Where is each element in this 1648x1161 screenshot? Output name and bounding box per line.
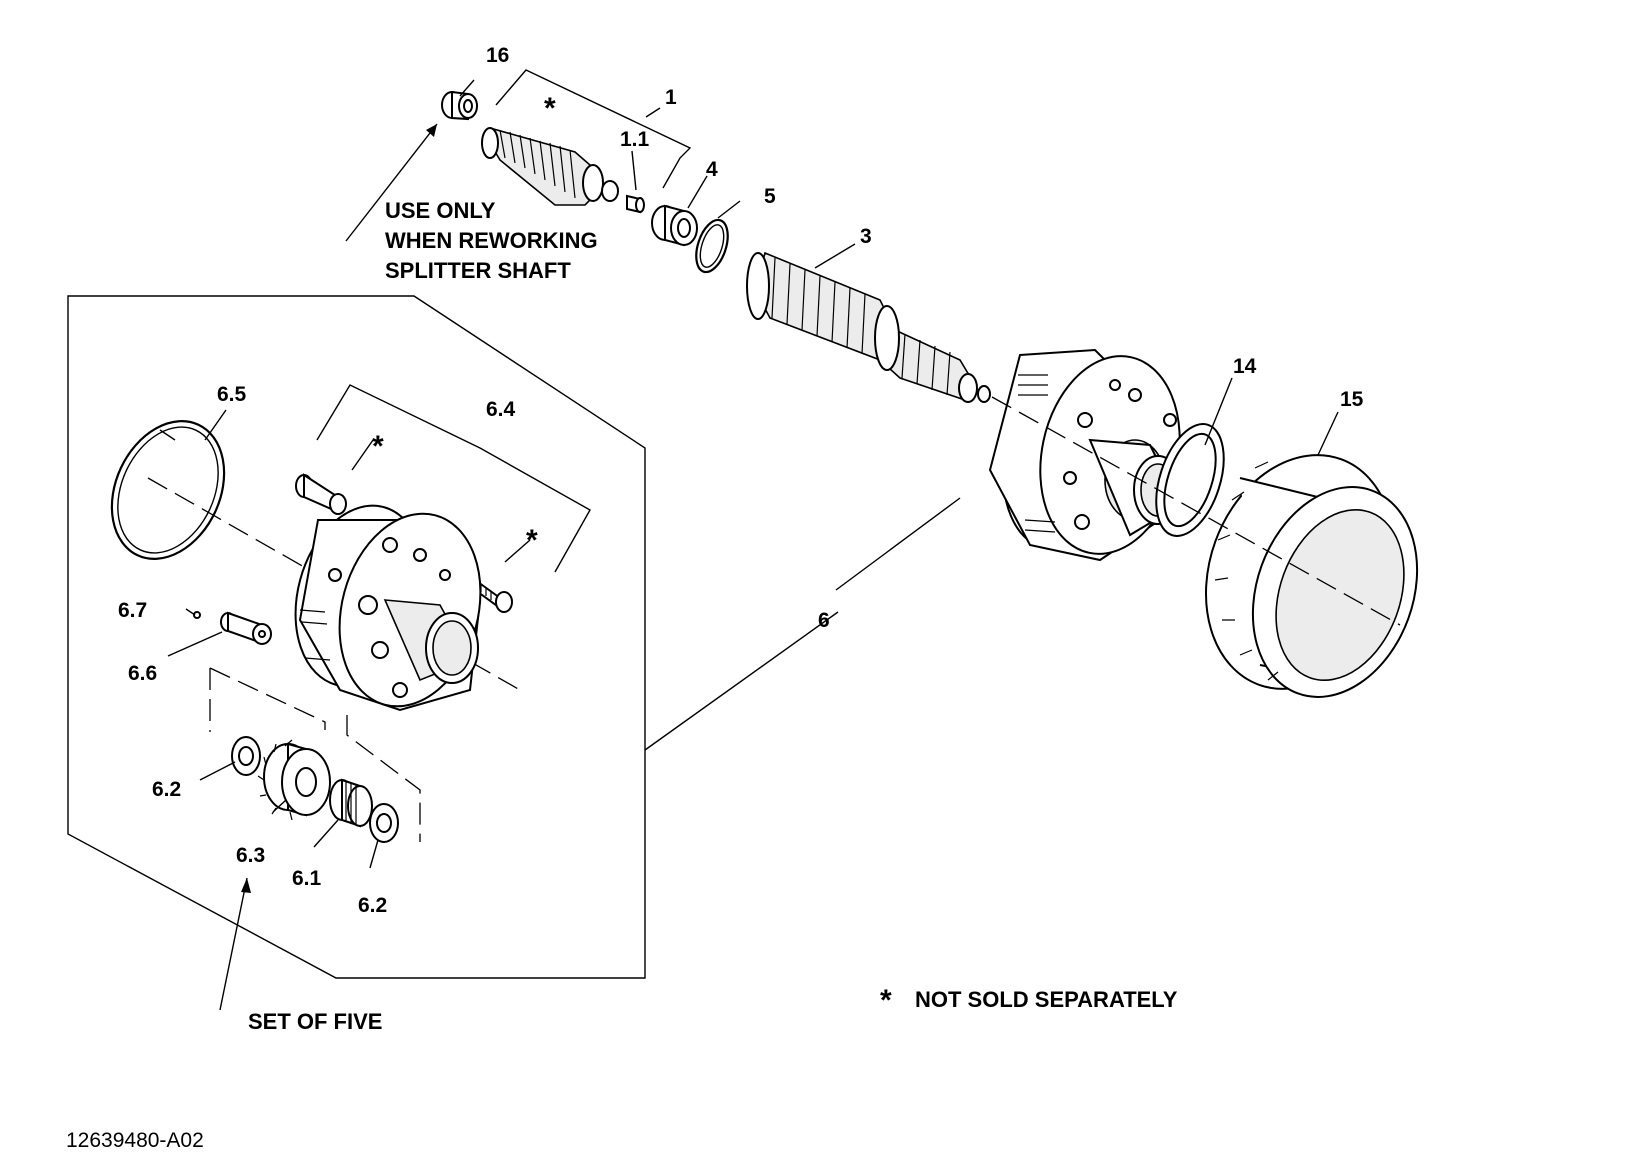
asterisk-shaft: *: [544, 92, 556, 125]
callout-6-4: 6.4: [486, 398, 516, 421]
snap-ring-6-5: [110, 420, 226, 560]
pin-1-1: [626, 194, 645, 214]
callout-6-1: 6.1: [292, 867, 322, 890]
planetary-carrier-detail: [294, 504, 482, 712]
callout-4: 4: [706, 158, 718, 181]
detail-box-outline: [67, 295, 646, 979]
main-shaft-3: [746, 251, 991, 403]
needle-bearing-6-1: [329, 778, 373, 828]
callout-6-5: 6.5: [217, 383, 247, 406]
note-use-only-1: USE ONLY: [385, 198, 496, 223]
splitter-shaft-1: [481, 126, 619, 206]
callout-14: 14: [1233, 355, 1257, 378]
callout-6-7: 6.7: [118, 599, 147, 622]
callout-6: 6: [818, 609, 830, 632]
note-set-of-five: SET OF FIVE: [248, 1009, 382, 1034]
thrust-washer-14: [1155, 423, 1225, 537]
note-use-only-3: SPLITTER SHAFT: [385, 258, 571, 283]
bolt-6-4: [477, 580, 513, 613]
asterisk-bolt: *: [526, 524, 538, 557]
washer-6-2-right: [369, 803, 399, 843]
arrow-use-only: [345, 123, 438, 242]
callout-1-1: 1.1: [620, 128, 650, 151]
callout-1: 1: [665, 86, 677, 109]
bushing-16: [441, 90, 478, 121]
document-number: 12639480-A02: [66, 1129, 204, 1152]
callout-6-3: 6.3: [236, 844, 265, 867]
bracket-6-4: [316, 384, 591, 573]
callout-6-2-right: 6.2: [358, 894, 387, 917]
pin-6-4: [295, 473, 347, 515]
leader-6: [644, 611, 839, 751]
asterisk-legend: *: [880, 984, 892, 1017]
callout-6-2-left: 6.2: [152, 778, 181, 801]
bearing-4: [651, 204, 698, 247]
gear-6-3: [257, 739, 331, 821]
ring-gear-15: [1204, 454, 1419, 698]
note-not-sold-separately: NOT SOLD SEPARATELY: [915, 987, 1178, 1012]
snap-ring-5: [695, 218, 729, 274]
pin-6-6: [220, 611, 272, 645]
asterisk-pin: *: [372, 430, 384, 463]
washer-6-2-left: [231, 736, 261, 776]
callout-5: 5: [764, 185, 776, 208]
callout-16: 16: [486, 44, 509, 67]
callout-6-6: 6.6: [128, 662, 157, 685]
callout-3: 3: [860, 225, 872, 248]
arrow-set-of-five: [219, 877, 248, 1011]
planetary-carrier-6: [988, 348, 1183, 562]
callout-15: 15: [1340, 388, 1364, 411]
note-use-only-2: WHEN REWORKING: [385, 228, 598, 253]
